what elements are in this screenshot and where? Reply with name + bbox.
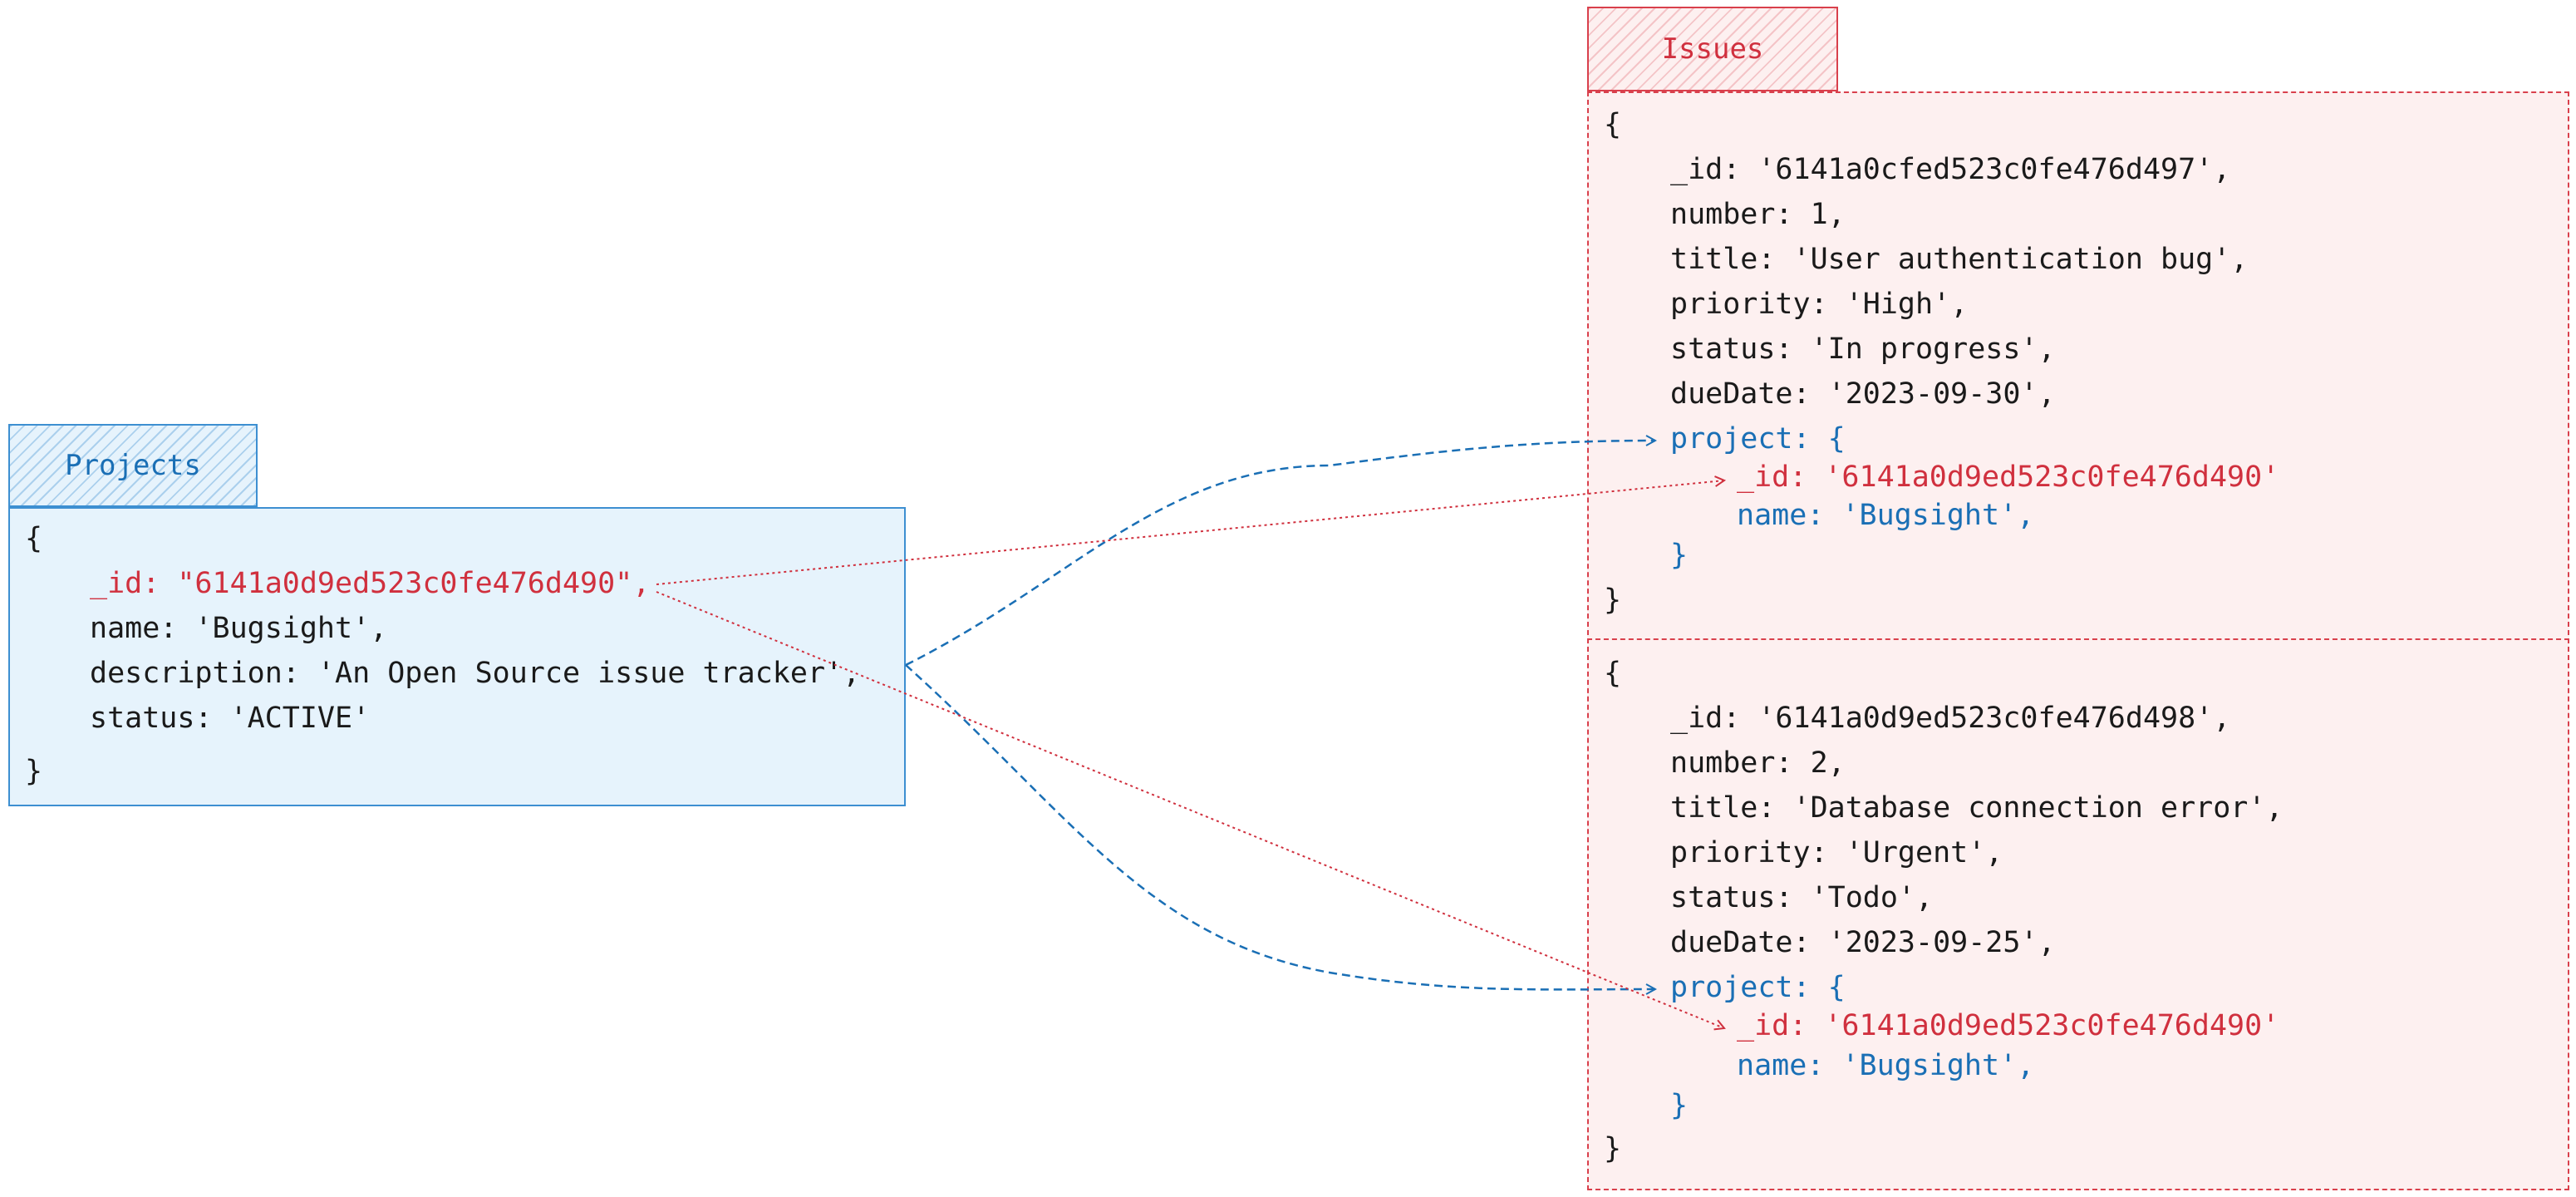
issues-label-text: Issues <box>1661 32 1764 66</box>
issue-2-due-date-field: dueDate: '2023-09-25', <box>1670 926 2056 959</box>
issue-1-priority-field: priority: 'High', <box>1670 288 1969 321</box>
issue-1-close-brace: } <box>1604 584 1622 617</box>
issues-collection-label: Issues <box>1587 7 1838 91</box>
issue-1-open-brace: { <box>1604 108 1622 141</box>
issue-document-divider <box>1587 638 2569 640</box>
projects-label-text: Projects <box>65 449 201 482</box>
issue-1-id-field: _id: '6141a0cfed523c0fe476d497', <box>1670 153 2231 186</box>
issue-1-number-field: number: 1, <box>1670 198 1846 231</box>
issue-2-project-field: project: { <box>1670 971 1846 1004</box>
embedded-project-link-issue-2 <box>905 664 1655 989</box>
project-status-field: status: 'ACTIVE' <box>90 702 371 735</box>
issue-1-status-field: status: 'In progress', <box>1670 332 2056 366</box>
project-name-field: name: 'Bugsight', <box>90 612 388 645</box>
issue-2-project-id-field: _id: '6141a0d9ed523c0fe476d490' <box>1737 1009 2280 1042</box>
project-open-brace: { <box>25 522 43 555</box>
issue-1-project-field: project: { <box>1670 422 1846 456</box>
project-close-brace: } <box>25 755 43 788</box>
issue-2-priority-field: priority: 'Urgent', <box>1670 836 2003 869</box>
issue-1-project-name-field: name: 'Bugsight', <box>1737 499 2035 532</box>
project-description-field: description: 'An Open Source issue track… <box>90 657 861 690</box>
issue-2-close-brace: } <box>1604 1132 1622 1165</box>
issue-1-title-field: title: 'User authentication bug', <box>1670 243 2249 276</box>
issue-2-status-field: status: 'Todo', <box>1670 881 1934 914</box>
issue-2-open-brace: { <box>1604 657 1622 690</box>
project-id-field: _id: "6141a0d9ed523c0fe476d490", <box>90 567 651 600</box>
issue-1-due-date-field: dueDate: '2023-09-30', <box>1670 377 2056 411</box>
issue-2-project-name-field: name: 'Bugsight', <box>1737 1049 2035 1082</box>
issue-1-project-id-field: _id: '6141a0d9ed523c0fe476d490' <box>1737 461 2280 494</box>
issue-1-project-close-brace: } <box>1670 539 1689 572</box>
embedded-project-link-issue-1 <box>905 441 1655 667</box>
issue-2-id-field: _id: '6141a0d9ed523c0fe476d498', <box>1670 702 2231 735</box>
issues-collection-box <box>1587 91 2569 1190</box>
issue-2-project-close-brace: } <box>1670 1089 1689 1122</box>
issue-2-title-field: title: 'Database connection error', <box>1670 791 2283 825</box>
projects-collection-label: Projects <box>8 424 258 507</box>
issue-2-number-field: number: 2, <box>1670 746 1846 780</box>
